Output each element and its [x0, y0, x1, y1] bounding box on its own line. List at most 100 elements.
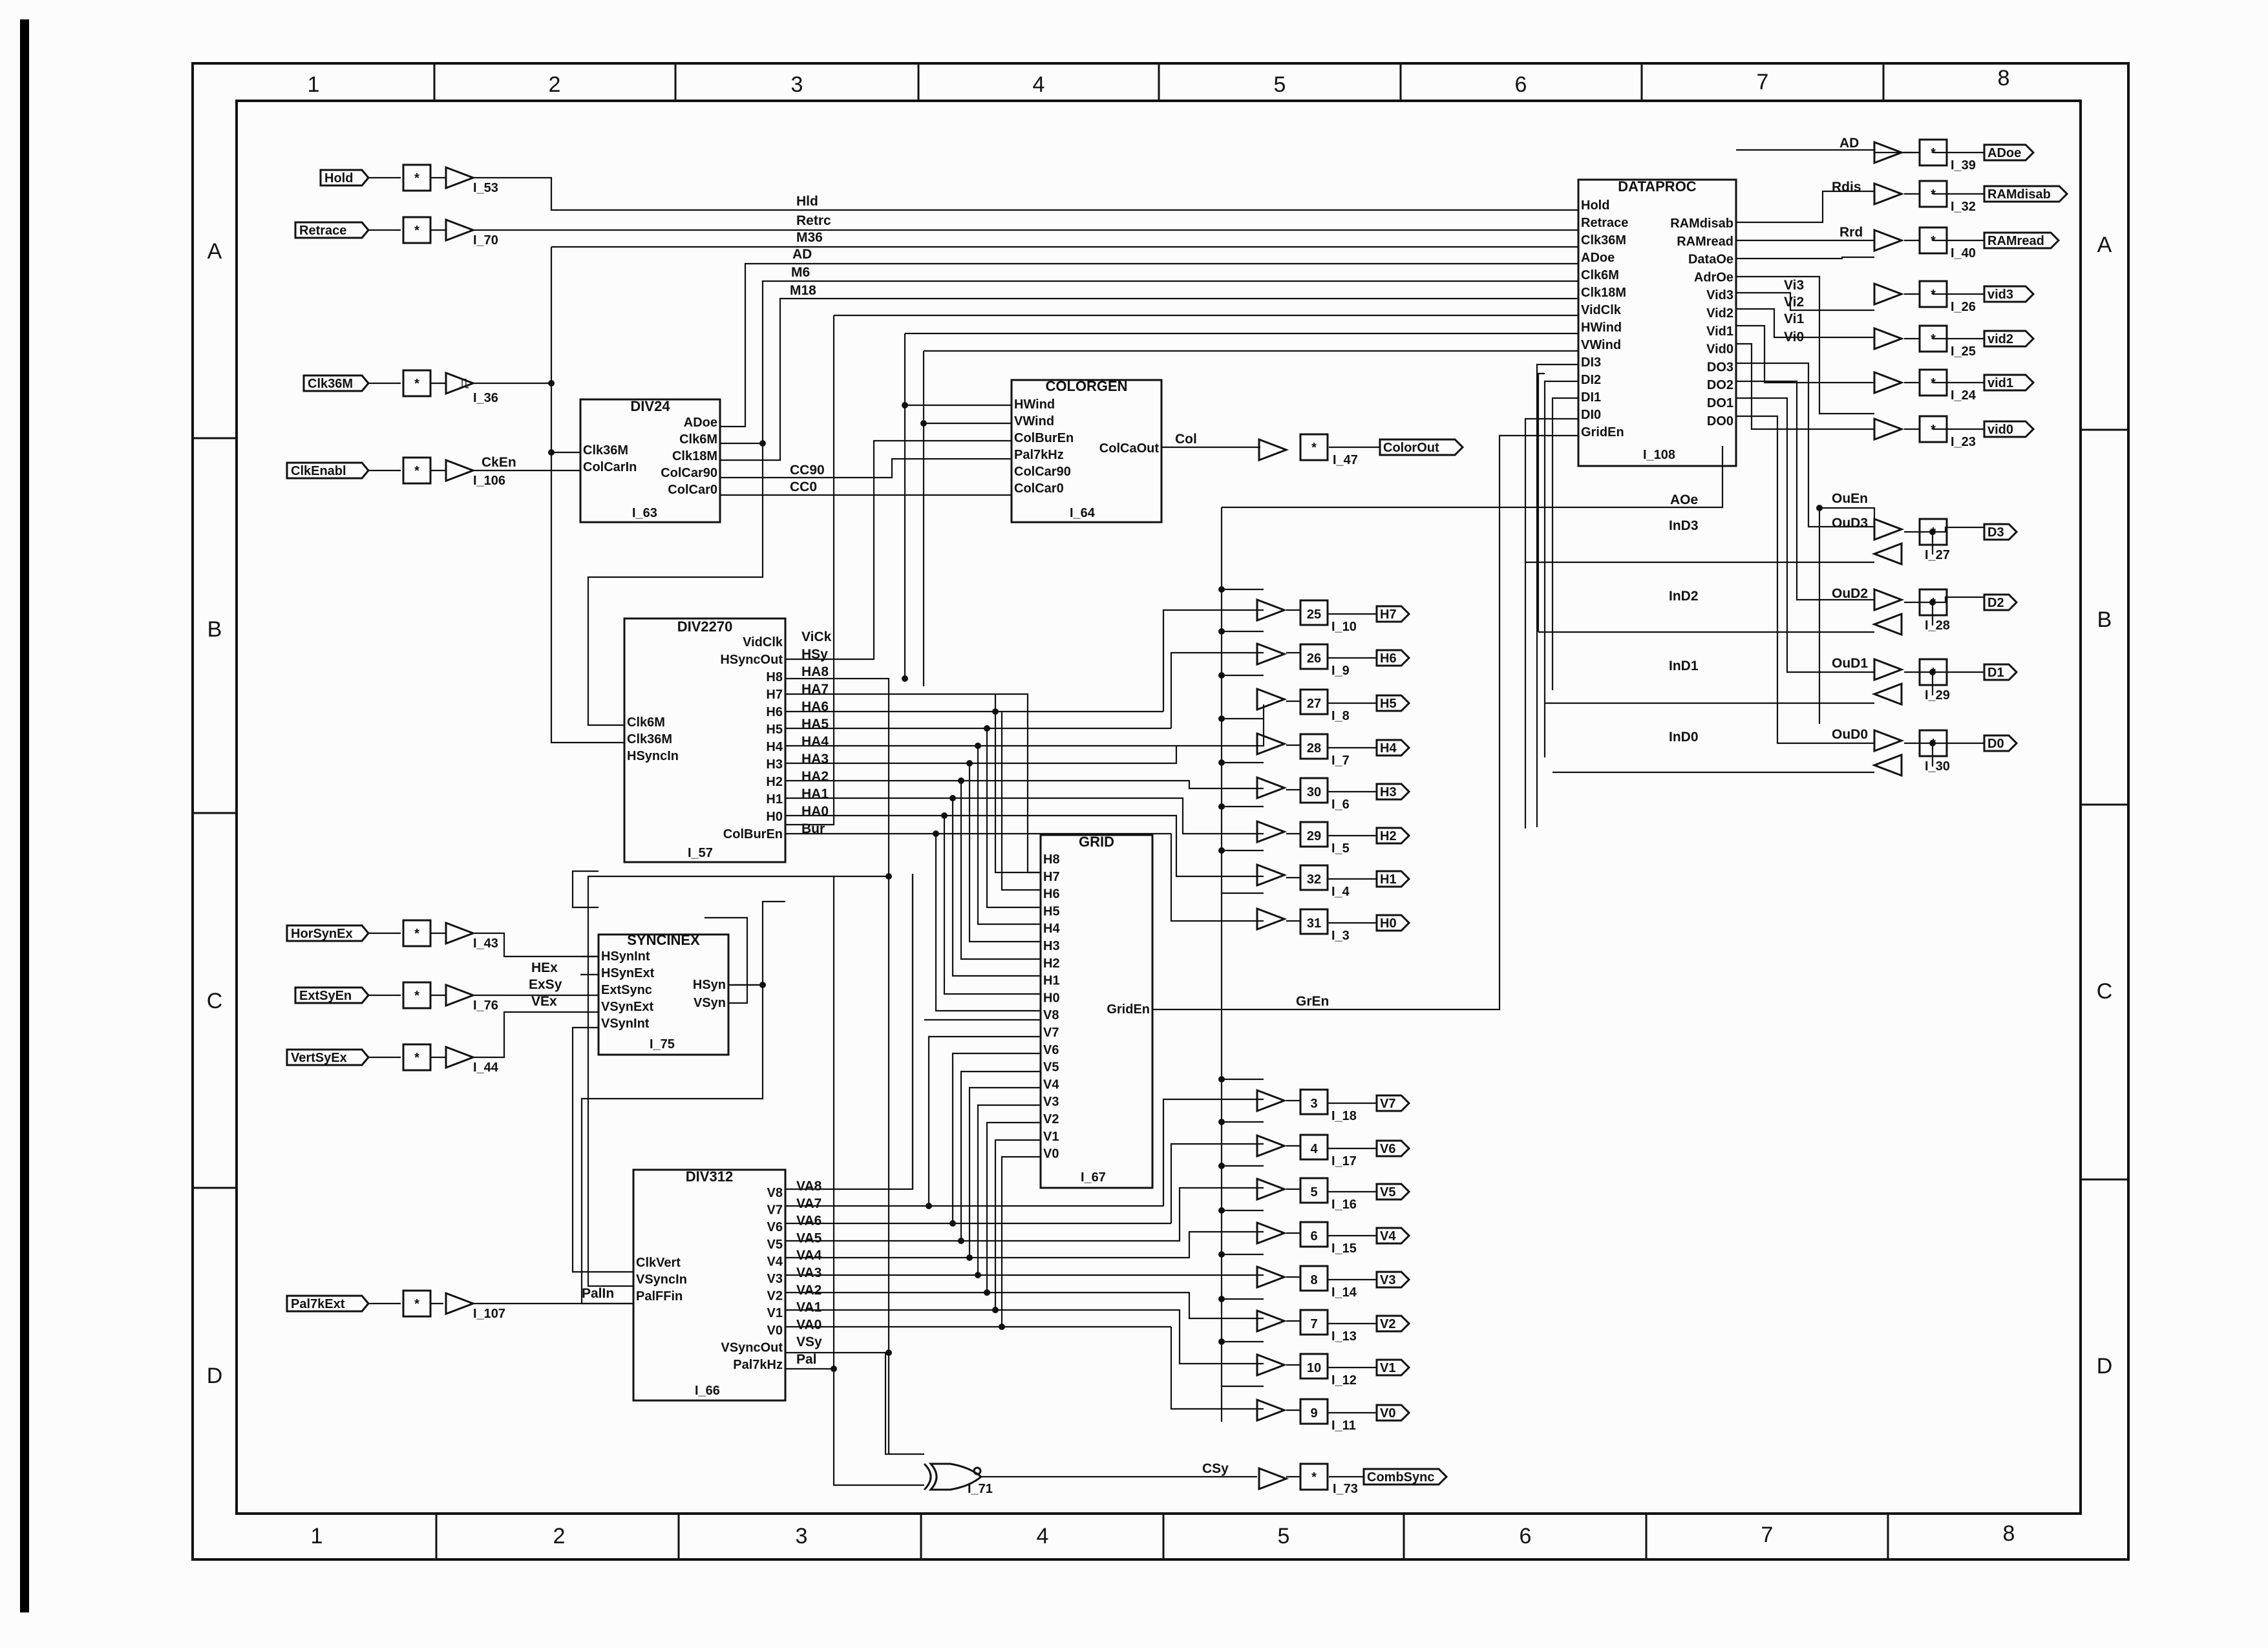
v-buffer-i14: [1256, 1265, 1288, 1289]
input-reg-horsynex: [402, 919, 432, 947]
input-reg-hold: [402, 164, 432, 192]
output-port-vid2-label: vid2: [1987, 332, 2013, 346]
v-num-6: 6: [1310, 1229, 1317, 1243]
input-port-extsyen-label: ExtSyEn: [299, 989, 352, 1003]
v-ref-i11: I_11: [1331, 1419, 1356, 1433]
net-pal: Pal: [796, 1352, 817, 1367]
div2270-pin-r-8: H2: [766, 775, 783, 789]
net-va0: VA0: [796, 1317, 821, 1332]
v-buffer-i12: [1256, 1353, 1288, 1377]
input-port-pal7kext: [286, 1294, 370, 1313]
div24-pin-r-2: Clk18M: [672, 449, 717, 463]
zone-top-2: 2: [549, 72, 561, 97]
input-reg-clk36m: [402, 369, 432, 397]
grid-pin-l-17: V0: [1043, 1147, 1059, 1161]
zone-right-c: C: [2097, 979, 2113, 1004]
div24-pin-r-0: ADoe: [684, 416, 717, 430]
output-port-vid1: [1983, 374, 2035, 392]
dataproc-pin-r-9: DO2: [1707, 378, 1733, 392]
ref-i73: I_73: [1333, 1482, 1358, 1496]
div2270-pin-r-3: H7: [766, 688, 783, 702]
grid-pin-l-8: H0: [1043, 991, 1060, 1005]
h-num-30: 30: [1307, 785, 1321, 799]
ref-i71: I_71: [968, 1482, 993, 1496]
v-ref-i17: I_17: [1331, 1154, 1357, 1168]
tri-out-d0: [1873, 728, 1905, 753]
bidir-reg-d2: [1918, 588, 1948, 617]
output-port-vid1-label: vid1: [1987, 376, 2013, 390]
input-reg-clk36m-mark: *: [414, 377, 419, 391]
grid-ref: I_67: [1081, 1170, 1106, 1185]
h-buffer-i10: [1256, 598, 1288, 622]
bidir-port-d3: [1983, 523, 2019, 541]
net-aoe: AOe: [1670, 492, 1698, 507]
out-reg-vid2-mark: *: [1931, 332, 1936, 346]
dataproc-block: [1577, 178, 1737, 467]
zone-bottom-2: 2: [553, 1524, 566, 1548]
input-reg-extsyen-mark: *: [414, 989, 419, 1003]
zone-bottom-3: 3: [796, 1524, 808, 1548]
v-port-v1-label: V1: [1380, 1361, 1395, 1375]
input-port-clkenabl: [286, 461, 370, 480]
colorgen-pin-l-0: HWind: [1014, 397, 1055, 412]
h-buffer-i5: [1256, 819, 1288, 844]
h-port-h1-label: H1: [1380, 872, 1397, 887]
net-va1: VA1: [796, 1300, 822, 1315]
div312-pin-r-7: V1: [767, 1306, 783, 1320]
ref-i47: I_47: [1333, 453, 1358, 467]
colorgen-pin-l-1: VWind: [1014, 414, 1054, 428]
out-buffer-i23: [1873, 417, 1905, 441]
input-ref-i106: I_106: [473, 474, 505, 488]
h-ref-i7: I_7: [1331, 754, 1350, 768]
v-reg-3: [1299, 1088, 1329, 1115]
div24-pin-l-0: Clk36M: [583, 443, 628, 458]
v-port-v6-label: V6: [1380, 1142, 1395, 1156]
zone-bottom-8: 8: [2003, 1521, 2015, 1546]
input-reg-pal7kext-mark: *: [414, 1297, 419, 1311]
zone-top-7: 7: [1757, 70, 1769, 94]
dataproc-pin-r-6: Vid1: [1706, 324, 1733, 339]
v-num-7: 7: [1310, 1317, 1317, 1331]
bidir-ref-i30: I_30: [1925, 759, 1950, 774]
output-port-vid3: [1983, 285, 2035, 303]
grid-pin-r-0: GridEn: [1107, 1002, 1150, 1017]
div312-pin-r-9: VSyncOut: [721, 1340, 783, 1355]
zone-bottom-4: 4: [1037, 1524, 1049, 1548]
input-ref-i43: I_43: [473, 936, 498, 951]
v-reg-5: [1299, 1177, 1329, 1204]
h-port-h2: [1375, 827, 1411, 845]
syncinex-pin-r-0: HSyn: [693, 978, 726, 992]
input-port-horsynex-label: HorSynEx: [291, 927, 353, 941]
zone-bottom-6: 6: [1520, 1524, 1532, 1548]
input-ref-i70: I_70: [473, 233, 498, 248]
zone-top-4: 4: [1033, 72, 1045, 97]
out-reg-ramdisab: [1918, 180, 1948, 208]
out-ref-i26: I_26: [1951, 300, 1976, 314]
grid-pin-l-3: H5: [1043, 904, 1060, 918]
input-buffer-i70: [445, 218, 476, 242]
dataproc-pin-l-9: DI3: [1581, 355, 1601, 370]
input-reg-pal7kext: [402, 1289, 432, 1318]
colorgen-title: COLORGEN: [1045, 378, 1127, 394]
v-buffer-i11: [1256, 1398, 1288, 1422]
zone-bottom-1: 1: [311, 1524, 323, 1548]
dataproc-pin-r-7: Vid0: [1706, 343, 1733, 357]
bidir-port-d2-label: D2: [1987, 596, 2004, 610]
out-reg-vid3-mark: *: [1931, 288, 1936, 302]
h-port-h4: [1375, 739, 1411, 757]
zone-top-6: 6: [1515, 72, 1527, 97]
v-port-v5-label: V5: [1380, 1185, 1395, 1199]
buffer-i47: [1258, 438, 1289, 462]
out-ref-i40: I_40: [1951, 246, 1976, 260]
zone-right-d: D: [2097, 1354, 2113, 1379]
net-col: Col: [1175, 432, 1197, 447]
net-vick: ViCk: [801, 629, 832, 644]
dataproc-pin-r-4: Vid3: [1706, 288, 1733, 302]
out-ref-i25: I_25: [1951, 344, 1976, 359]
input-buffer-i36: [445, 371, 476, 396]
net-va8: VA8: [796, 1179, 822, 1194]
syncinex-pin-l-3: VSynExt: [601, 1000, 653, 1014]
v-num-10: 10: [1307, 1361, 1321, 1375]
zone-right-b: B: [2097, 607, 2112, 632]
v-ref-i16: I_16: [1331, 1198, 1357, 1212]
